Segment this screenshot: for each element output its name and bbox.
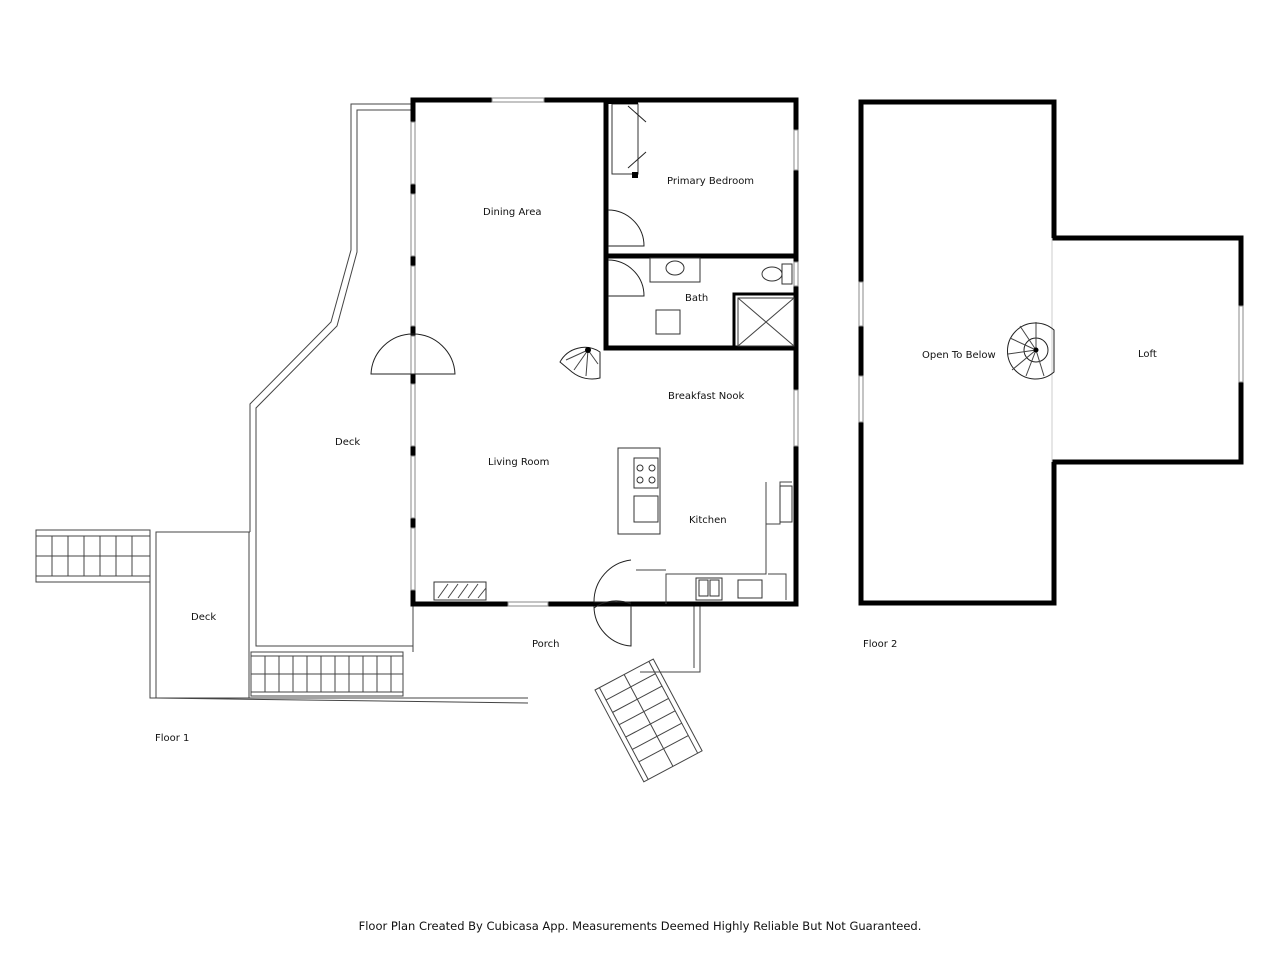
label-breakfast-nook: Breakfast Nook (668, 391, 744, 402)
kitchen-island (617, 447, 661, 535)
label-floor-2: Floor 2 (863, 639, 897, 650)
bedroom-door (607, 100, 647, 247)
lower-deck-outline (149, 531, 529, 704)
label-living-room: Living Room (488, 457, 549, 468)
kitchen-counters (636, 481, 793, 604)
label-loft: Loft (1138, 349, 1157, 360)
stairs-left (35, 529, 151, 583)
windows-left-wall (410, 121, 416, 591)
floor-2-plan (858, 99, 1244, 606)
label-dining-area: Dining Area (483, 207, 541, 218)
floor-1-plan (35, 97, 799, 783)
front-door (593, 559, 632, 647)
bath-fixtures (607, 257, 795, 347)
deck-door (370, 333, 456, 375)
deck-outline (249, 103, 414, 647)
label-deck-lower: Deck (191, 612, 216, 623)
label-deck-main: Deck (335, 437, 360, 448)
interior-walls (603, 97, 799, 351)
fireplace (433, 581, 487, 601)
floor2-walls (858, 99, 1244, 606)
footer-disclaimer: Floor Plan Created By Cubicasa App. Meas… (359, 919, 922, 933)
room-labels: Dining Area Primary Bedroom Bath Breakfa… (155, 176, 1157, 933)
label-floor-1: Floor 1 (155, 733, 189, 744)
stairs-porch (594, 658, 703, 783)
label-bath: Bath (685, 293, 708, 304)
spiral-stair-floor2 (1006, 322, 1055, 380)
label-porch: Porch (532, 639, 560, 650)
label-open-to-below: Open To Below (922, 350, 996, 361)
label-kitchen: Kitchen (689, 515, 727, 526)
floor2-windows (858, 281, 1244, 423)
windows-other (491, 97, 799, 607)
stairs-bottom (250, 651, 404, 697)
label-primary-bedroom: Primary Bedroom (667, 176, 754, 187)
spiral-stair-floor1 (559, 346, 601, 380)
